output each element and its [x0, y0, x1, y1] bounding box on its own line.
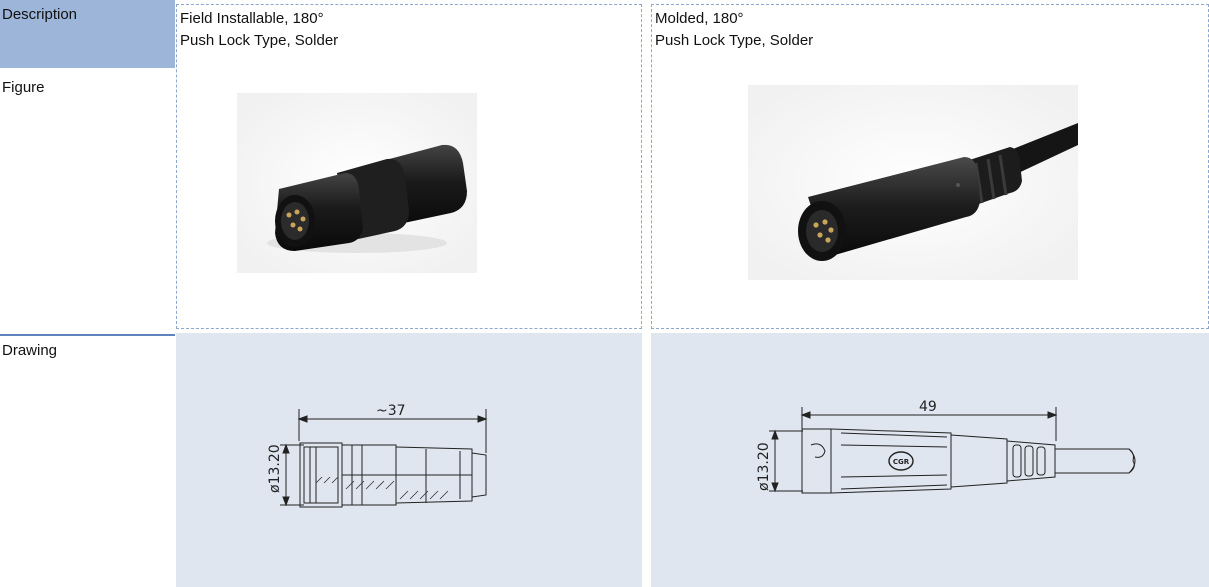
figure-label: Figure: [2, 79, 45, 96]
product-2-drawing: CGR 49 ø13.20: [756, 399, 1136, 494]
product-1-line1: Field Installable, 180°: [180, 10, 324, 27]
product-1-figure-cell: Field Installable, 180° Push Lock Type, …: [176, 4, 642, 329]
product-2-line1: Molded, 180°: [655, 10, 744, 27]
description-label: Description: [2, 6, 78, 23]
product-2-line2: Push Lock Type, Solder: [655, 32, 814, 49]
product-1-line2: Push Lock Type, Solder: [180, 32, 339, 49]
description-header: Description: [0, 0, 175, 68]
product-2-figure-cell: Molded, 180° Push Lock Type, Solder: [651, 4, 1209, 329]
product-1-drawing: ~37 ø13.20: [267, 403, 488, 508]
product-2-diameter-dim: ø13.20: [756, 442, 772, 491]
product-1-length-dim: ~37: [376, 403, 406, 419]
product-1-diameter-dim: ø13.20: [267, 444, 283, 493]
drawing-divider: [0, 334, 175, 336]
product-1-drawing-panel: ~37 ø13.20: [176, 333, 642, 587]
product-2-drawing-panel: CGR 49 ø13.20: [651, 333, 1209, 587]
product-1-description: Field Installable, 180° Push Lock Type, …: [180, 8, 338, 52]
product-2-photo: [748, 85, 1078, 280]
product-2-description: Molded, 180° Push Lock Type, Solder: [655, 8, 813, 52]
product-2-length-dim: 49: [919, 399, 937, 415]
product-1-photo: [237, 93, 477, 273]
drawing-label: Drawing: [2, 342, 58, 359]
product-2-logo-text: CGR: [893, 458, 910, 466]
